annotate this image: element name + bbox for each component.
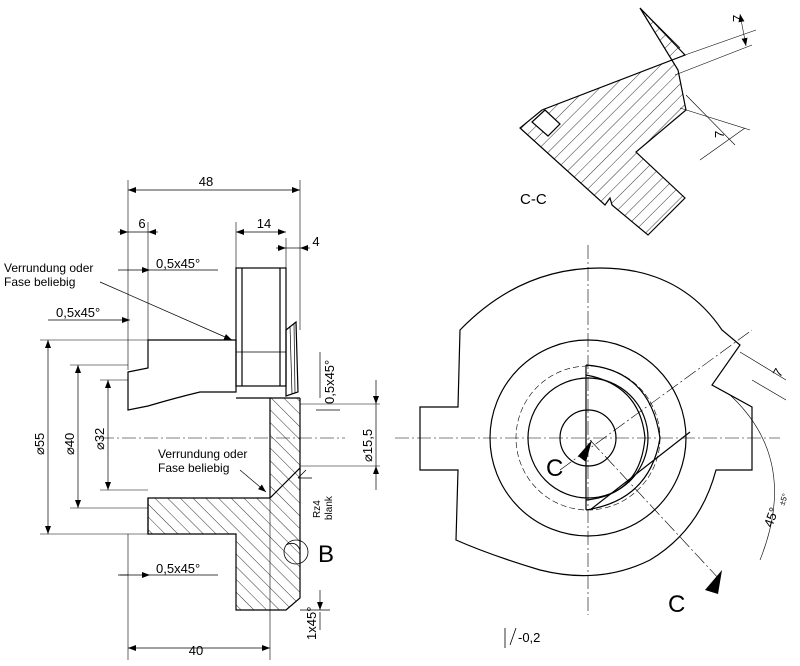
dim-1x45: 1x45° (304, 607, 319, 640)
angle-tolerance: ±5° (777, 492, 790, 506)
cutting-plane-arrows (578, 440, 722, 594)
side-view (40, 180, 380, 660)
surface-rz4: Rz4 (312, 500, 323, 518)
dim-chamfer-vertical: 0,5x45° (322, 360, 337, 404)
front-outline (419, 267, 753, 577)
cut-label-c1: C (546, 455, 563, 482)
diameter-15-5: ⌀15,5 (360, 429, 375, 462)
flatness-value: -0,2 (518, 630, 540, 645)
hub-body (127, 339, 237, 411)
dim-14: 14 (257, 216, 271, 231)
surface-blank: blank (324, 495, 335, 520)
dim-chamfer-left: 0,5x45° (56, 305, 100, 320)
section-label-cc: C-C (520, 191, 547, 208)
cc-dim-7-bottom: 7 (712, 131, 727, 138)
angle-45: 45° (761, 505, 782, 529)
notes-text: Verrundung oder Fase beliebig Verrundung… (4, 191, 685, 645)
section-dim-text: 7 7 7 45° ±5° (712, 15, 790, 529)
diameter-32: ⌀32 (92, 428, 107, 450)
note-rounding-2-line2: Fase beliebig (158, 461, 229, 475)
detail-b-circle (283, 539, 309, 565)
dim-4: 4 (312, 234, 319, 249)
dim-48: 48 (199, 174, 213, 189)
front-dim-7: 7 (770, 366, 787, 380)
note-rounding-1-line1: Verrundung oder (4, 261, 93, 275)
dimension-text: 48 6 14 4 40 0,5x45° 0,5x45° 0,5x45° 0,5… (56, 174, 337, 658)
detail-label-b: B (318, 541, 334, 568)
dim-6: 6 (138, 216, 145, 231)
cut-label-c2: C (668, 591, 685, 618)
dim-40-length: 40 (189, 643, 203, 658)
cc-dim-7-top: 7 (730, 15, 745, 22)
diameter-55: ⌀55 (32, 433, 47, 455)
flatness-frame (504, 627, 517, 648)
upper-flange (235, 267, 287, 387)
note-rounding-2-line1: Verrundung oder (158, 447, 247, 461)
dim-chamfer-bottom: 0,5x45° (156, 561, 200, 576)
front-view (395, 245, 787, 615)
dim-chamfer-top: 0,5x45° (156, 256, 200, 271)
note-rounding-1-line2: Fase beliebig (4, 275, 75, 289)
diameter-text: ⌀55 ⌀40 ⌀32 ⌀15,5 (32, 428, 375, 462)
diameter-40: ⌀40 (62, 433, 77, 455)
section-cc (519, 7, 757, 236)
